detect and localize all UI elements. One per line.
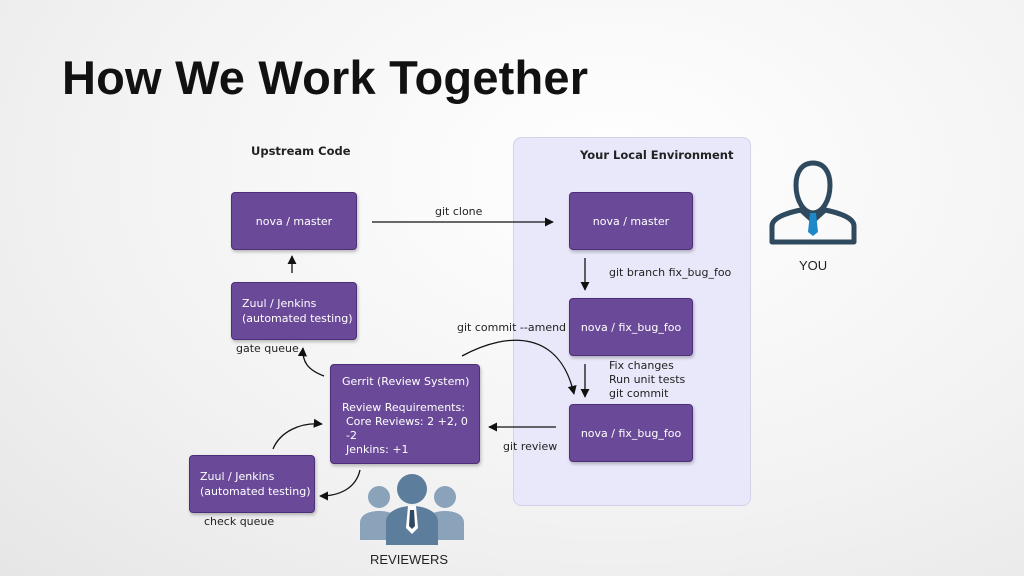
gerrit-core-reviews: Core Reviews: 2 +2, 0 -2 xyxy=(346,415,468,442)
reviewers-label: REVIEWERS xyxy=(370,552,449,567)
zuul-gate-box: Zuul / Jenkins (automated testing) xyxy=(231,282,357,340)
upstream-code-label: Upstream Code xyxy=(251,144,351,158)
zuul-check-label: Zuul / Jenkins (automated testing) xyxy=(200,470,311,498)
zuul-gate-label: Zuul / Jenkins (automated testing) xyxy=(242,297,353,325)
gate-queue-arrow xyxy=(297,347,325,377)
zuul-check-box: Zuul / Jenkins (automated testing) xyxy=(189,455,315,513)
check-result-arrow xyxy=(272,418,323,450)
git-commit-amend-label: git commit --amend xyxy=(457,321,567,334)
local-branch-box-2: nova / fix_bug_foo xyxy=(569,404,693,462)
upstream-master-box: nova / master xyxy=(231,192,357,250)
you-label: YOU xyxy=(799,258,828,273)
git-commit-amend-arrow xyxy=(461,339,577,395)
local-branch-label-1: nova / fix_bug_foo xyxy=(580,320,682,334)
local-branch-box-1: nova / fix_bug_foo xyxy=(569,298,693,356)
git-branch-label: git branch fix_bug_foo xyxy=(609,266,732,279)
upstream-master-label: nova / master xyxy=(255,214,333,228)
fix-steps-label: Fix changes Run unit tests git commit xyxy=(609,359,686,400)
gerrit-requirements-heading: Review Requirements: xyxy=(342,401,465,414)
git-clone-label: git clone xyxy=(435,205,483,218)
gerrit-review-box: Gerrit (Review System) Review Requiremen… xyxy=(330,364,480,464)
gerrit-jenkins: Jenkins: +1 xyxy=(346,443,409,456)
gerrit-title: Gerrit (Review System) xyxy=(342,375,470,388)
local-master-box: nova / master xyxy=(569,192,693,250)
slide-title: How We Work Together xyxy=(62,51,589,104)
local-master-label: nova / master xyxy=(592,214,670,228)
local-environment-label: Your Local Environment xyxy=(580,148,734,162)
check-queue-arrow xyxy=(319,469,361,501)
gate-queue-label: gate queue xyxy=(236,342,299,355)
local-branch-label-2: nova / fix_bug_foo xyxy=(580,426,682,440)
check-queue-label: check queue xyxy=(204,515,275,528)
git-review-label: git review xyxy=(503,440,558,453)
